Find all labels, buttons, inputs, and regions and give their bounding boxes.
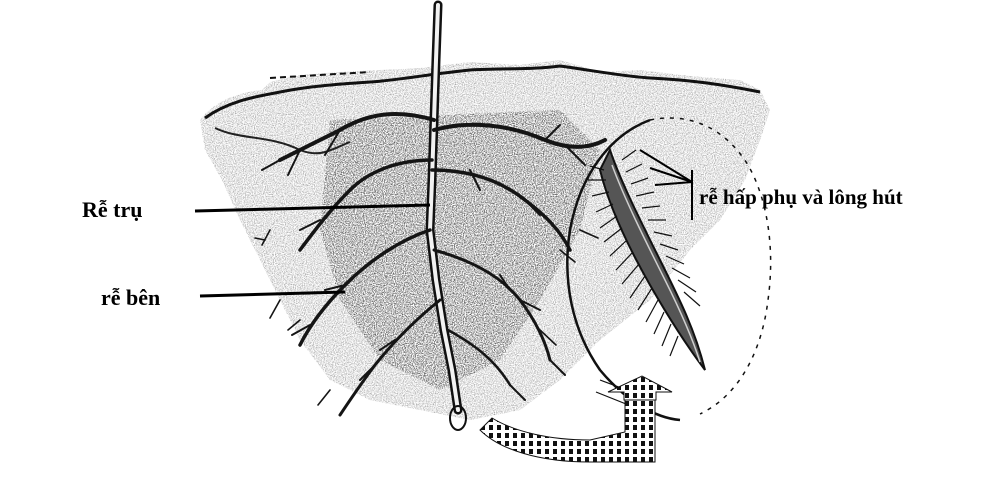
taproot-label: Rễ trụ [82, 199, 142, 221]
lateral-root-label: rễ bên [101, 287, 160, 309]
absorbing-root-hairs-label: rễ hấp phụ và lông hút [699, 187, 903, 208]
soil-background [200, 60, 770, 420]
